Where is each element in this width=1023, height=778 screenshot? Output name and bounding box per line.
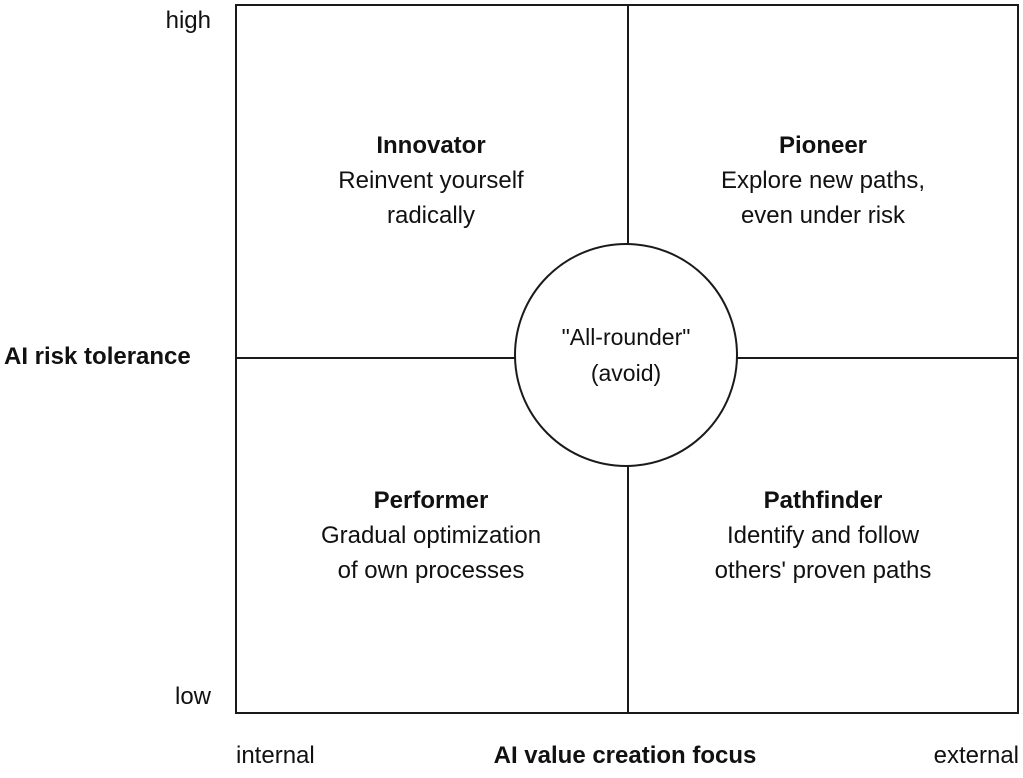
quadrant-description-line: Reinvent yourself (338, 167, 524, 194)
x-axis-title: AI value creation focus (493, 742, 757, 769)
y-axis-high-label: high (165, 7, 211, 34)
quadrant-description-line: Identify and follow (726, 522, 920, 549)
quadrant-title: Performer (373, 487, 489, 514)
quadrant-description-line: radically (386, 202, 476, 229)
quadrant-description-line: Gradual optimization (320, 522, 542, 549)
quadrant-pioneer: Pioneer Explore new paths, even under ri… (628, 128, 1018, 233)
x-axis-internal-label: internal (236, 742, 315, 769)
quadrant-title: Innovator (376, 132, 486, 159)
y-axis-title: AI risk tolerance (4, 343, 191, 370)
quadrant-description-line: Explore new paths, (720, 167, 926, 194)
all-rounder-circle: "All-rounder" (avoid) (514, 243, 738, 467)
y-axis-low-label: low (174, 683, 211, 710)
center-label-line: (avoid) (590, 360, 662, 386)
quadrant-description-line: even under risk (740, 202, 906, 229)
quadrant-innovator: Innovator Reinvent yourself radically (236, 128, 626, 233)
quadrant-description-line: others' proven paths (714, 557, 932, 584)
center-label-line: "All-rounder" (561, 324, 691, 350)
x-axis-external-label: external (933, 742, 1019, 769)
quadrant-description-line: of own processes (337, 557, 525, 584)
quadrant-pathfinder: Pathfinder Identify and follow others' p… (628, 483, 1018, 588)
quadrant-title: Pathfinder (763, 487, 883, 514)
quadrant-title: Pioneer (778, 132, 868, 159)
quadrant-performer: Performer Gradual optimization of own pr… (236, 483, 626, 588)
